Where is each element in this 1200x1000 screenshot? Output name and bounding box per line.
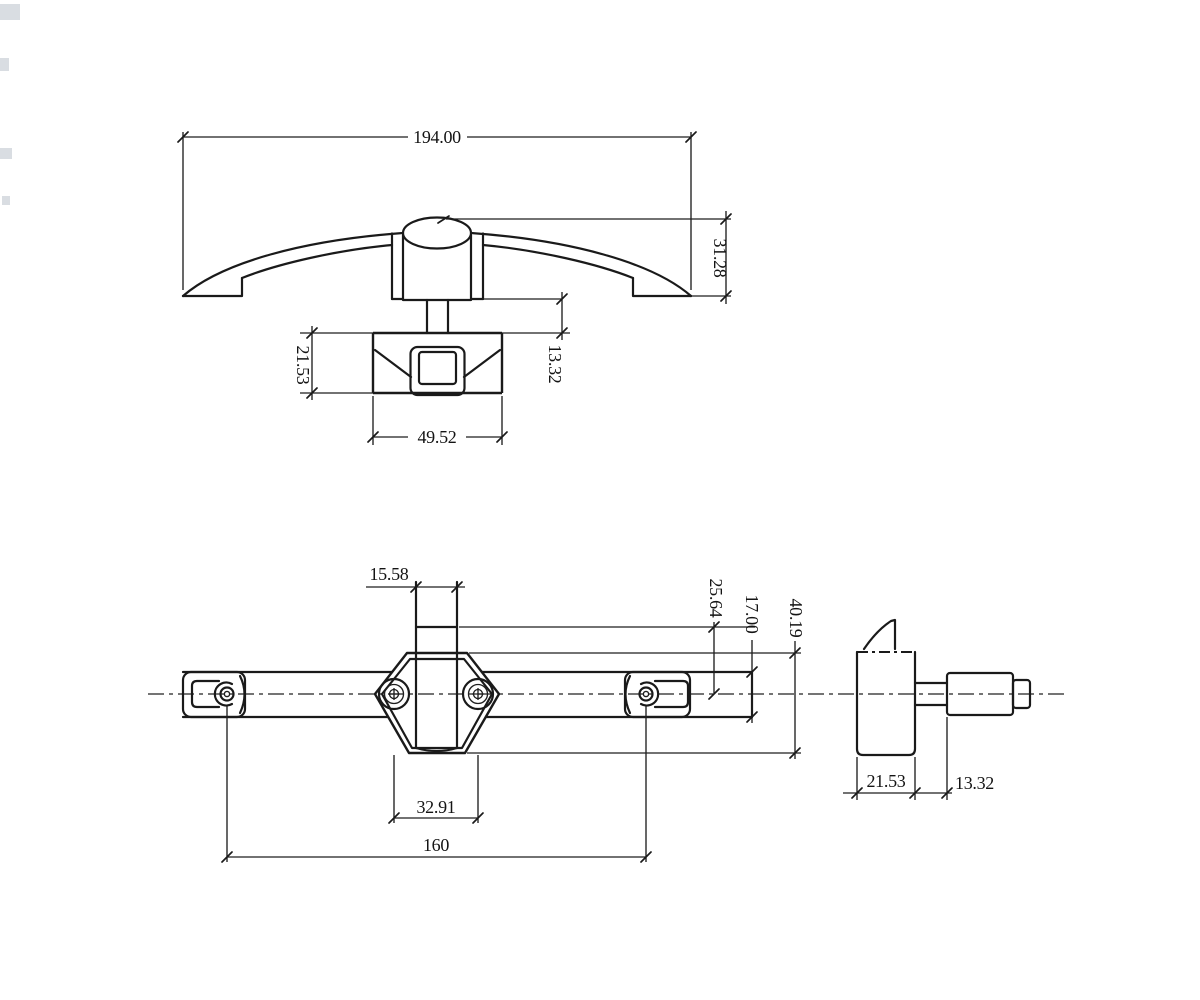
dim-rail-height-label: 17.00 [742,594,762,633]
dim-base-height-label: 21.53 [293,345,313,384]
spindle-frame [409,345,466,397]
dim-base-width-label: 49.52 [417,427,456,447]
dim-side-shaft-length-label: 13.32 [955,773,994,793]
dim-guide-spacing-label: 160 [423,835,449,855]
dim-collar-to-center-label: 25.64 [706,578,726,617]
dim-side-body-width: 21.53 [843,757,952,800]
screw-hole-left [377,677,411,711]
dim-side-shaft-length: 13.32 [941,717,994,800]
dim-screw-spacing: 32.91 [388,755,484,824]
base-block [371,331,504,397]
dim-base-height: 21.53 [293,326,373,400]
square-spindle-hole [417,350,458,386]
left-guide [181,670,247,719]
dim-plate-height: 40.19 [467,598,806,759]
boss-ellipse [401,216,473,250]
center-boss [401,216,473,302]
recess-taper [373,348,502,379]
dim-stem-height: 13.32 [483,292,570,384]
dim-collar-to-center: 25.64 [459,578,755,700]
handle-outline [181,231,693,301]
dim-guide-spacing: 160 [221,706,652,863]
scan-artifact [2,196,10,205]
scan-artifact [0,4,20,20]
screw-hole-right [461,677,495,711]
dim-screw-spacing-label: 32.91 [416,797,455,817]
side-body [855,618,917,757]
right-roller [638,686,654,702]
right-guide [623,670,692,719]
dim-rail-height: 17.00 [742,594,762,723]
dim-stem-height-label: 13.32 [545,344,565,383]
side-view: 21.53 13.32 [843,618,1032,800]
side-tip [1011,678,1032,710]
dim-base-width: 49.52 [367,396,508,447]
dim-boss-height: 31.28 [437,211,732,304]
side-handle-stub [862,618,897,651]
top-view: 194.00 31.28 21.53 13.3 [177,127,732,447]
dim-overall-width: 194.00 [177,127,697,290]
neck [414,580,459,753]
scan-artifact [0,148,12,159]
dim-overall-width-label: 194.00 [413,127,461,147]
side-shaft [913,671,1032,717]
dim-neck-width-label: 15.58 [369,564,408,584]
dim-neck-width: 15.58 [366,564,465,593]
scan-artifact [0,58,9,71]
dim-plate-height-label: 40.19 [786,598,806,637]
dim-side-body-width-label: 21.53 [866,771,905,791]
mount-plate [373,651,501,755]
front-view: 15.58 25.64 17.00 40.19 [148,564,1066,863]
dim-boss-height-label: 31.28 [710,238,730,277]
stem [425,298,450,335]
left-roller [219,686,235,702]
